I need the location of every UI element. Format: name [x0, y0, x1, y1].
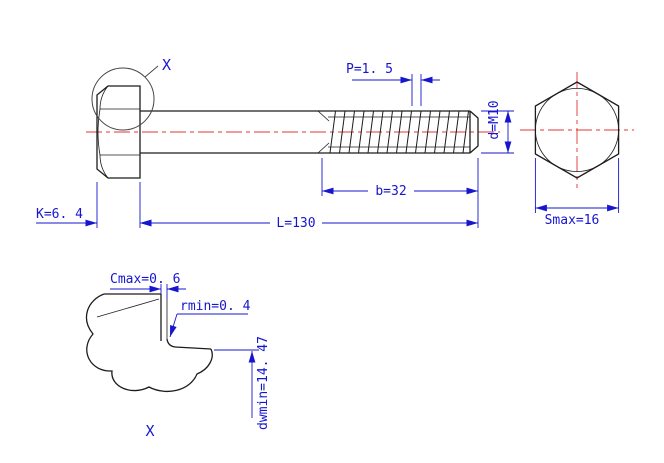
dimension-total-length: L=130 [139, 182, 478, 231]
washer-face-edge [174, 346, 212, 350]
detail-callout-leader [144, 65, 159, 78]
chamfer-circle [535, 88, 620, 172]
bolt-end-chamfer [469, 110, 479, 154]
detail-callout: X [91, 56, 171, 131]
bolt-side-view: X P=1. 5 d=M10 b=32 [36, 56, 514, 231]
dimension-chamfer-max: Cmax=0. 6 [110, 272, 186, 299]
pitch-dimension-label: P=1. 5 [346, 62, 393, 77]
detail-callout-circle [91, 67, 155, 131]
thread-diameter-dimension-label: d=M10 [487, 100, 502, 139]
chamfer-max-dimension-label: Cmax=0. 6 [110, 272, 180, 287]
thread-runout-bottom [317, 142, 330, 154]
label-mask [368, 184, 414, 198]
thread-hatch [328, 111, 470, 153]
dimension-fillet-min: rmin=0. 4 [169, 299, 251, 338]
thread-length-dimension-label: b=32 [375, 184, 406, 199]
head-chamfer-arc-bottom [99, 154, 109, 179]
dimension-thread-length: b=32 [321, 158, 479, 228]
detail-view-x: Cmax=0. 6 rmin=0. 4 dwmin=14. 47 X [85, 272, 271, 440]
break-boundary [85, 293, 213, 392]
detail-callout-label: X [162, 56, 171, 74]
width-across-flats-dimension-label: Smax=16 [545, 213, 600, 228]
thread-runout-top [317, 110, 330, 122]
washer-face-dia-dimension-label: dwmin=14. 47 [256, 336, 271, 430]
hexagon-outline [534, 81, 620, 179]
dimension-washer-face-dia: dwmin=14. 47 [214, 336, 271, 430]
dimension-pitch: P=1. 5 [346, 62, 440, 106]
dimension-head-height: K=6. 4 [36, 182, 159, 228]
head-chamfer-arc-top [99, 85, 109, 110]
bolt-end-view: Smax=16 [520, 72, 634, 228]
detail-view-title: X [145, 422, 154, 440]
fillet-min-dimension-label: rmin=0. 4 [180, 299, 251, 314]
dimension-width-across-flats: Smax=16 [534, 158, 620, 228]
leader-line [169, 313, 178, 338]
head-chamfer-arc-middle [97, 108, 101, 156]
total-length-dimension-label: L=130 [276, 216, 315, 231]
head-height-dimension-label: K=6. 4 [36, 207, 83, 222]
head-facet-edge [96, 298, 160, 318]
dimension-thread-diameter: d=M10 [481, 100, 514, 154]
label-mask [270, 216, 322, 230]
fillet-arc [166, 338, 176, 348]
